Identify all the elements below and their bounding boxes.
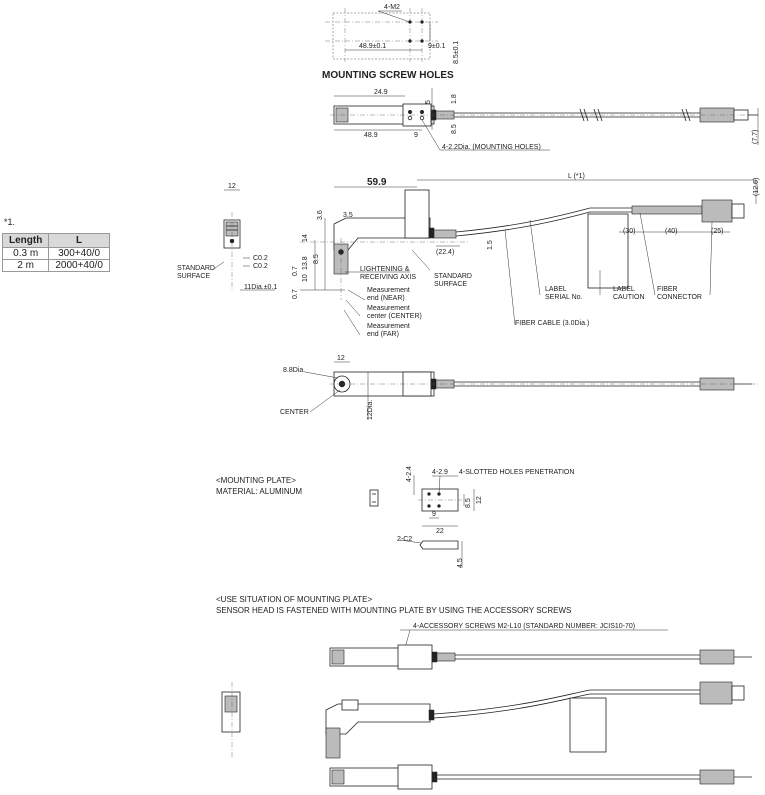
- side-dim-22-4: (22.4): [436, 249, 454, 256]
- side-dim-40: (40): [665, 228, 677, 235]
- center-label: CENTER: [280, 409, 309, 416]
- standard-surface-left-1: STANDARD: [177, 265, 215, 272]
- fiber-cable-label: FIBER CABLE (3.0Dia.): [515, 320, 589, 327]
- side-dim-3-5: 3.5: [343, 212, 353, 219]
- label-serial-2: SERIAL No.: [545, 294, 583, 301]
- side-dim-10: 10: [302, 274, 309, 282]
- standard-surface-2: SURFACE: [434, 281, 467, 288]
- length-table: Length L 0.3 m 300+40/0 2 m 2000+40/0: [1, 233, 110, 272]
- screw-thread-label: 4-M2: [384, 4, 400, 11]
- top-dim-8-5: 8.5: [451, 124, 458, 134]
- use-situation-section: <USE SITUATION OF MOUNTING PLATE> SENSOR…: [216, 595, 752, 790]
- side-dim-59-9: 59.9: [367, 177, 387, 188]
- plate-thickness-4-5: 4.5: [457, 558, 464, 568]
- standard-surface-1: STANDARD: [434, 273, 472, 280]
- use-situation-desc: SENSOR HEAD IS FASTENED WITH MOUNTING PL…: [216, 606, 571, 615]
- top-dim-24-9: 24.9: [374, 89, 388, 96]
- side-dim-30: (30): [623, 228, 635, 235]
- screw-holes-title: MOUNTING SCREW HOLES: [322, 70, 454, 81]
- side-view: 59.9 L (*1) (12.6) 3.6 3.5 14 13.8 8.5 1…: [292, 173, 760, 338]
- meas-far-2: end (FAR): [367, 331, 399, 338]
- chamfer-c0-2-a: C0.2: [253, 255, 268, 262]
- label-caution-2: CAUTION: [613, 294, 645, 301]
- mounting-plate-section: <MOUNTING PLATE> MATERIAL: ALUMINUM 4-2.…: [216, 466, 574, 568]
- side-dim-3-6: 3.6: [317, 210, 324, 220]
- label-serial-1: LABEL: [545, 286, 567, 293]
- bottom-dim-8-8-dia: 8.8Dia.: [283, 367, 305, 374]
- plate-dim-8-5: 8.5: [465, 498, 472, 508]
- use-situation-title: <USE SITUATION OF MOUNTING PLATE>: [216, 595, 372, 604]
- plate-dim-22: 22: [436, 528, 444, 535]
- accessory-screws-label: 4-ACCESSORY SCREWS M2-L10 (STANDARD NUMB…: [413, 623, 635, 630]
- label-caution-1: LABEL: [613, 286, 635, 293]
- length-table-header: Length L: [1, 233, 110, 248]
- plate-dim-9: 9: [432, 511, 436, 518]
- front-dim-12: 12: [228, 183, 236, 190]
- dim-9: 9±0.1: [428, 43, 446, 50]
- side-dim-25: (25): [711, 228, 723, 235]
- slotted-holes-label: 4-SLOTTED HOLES PENETRATION: [459, 469, 574, 476]
- fiber-connector-1: FIBER: [657, 286, 678, 293]
- dim-48-9: 48.9±0.1: [359, 43, 386, 50]
- top-dim-5: 5: [425, 100, 432, 104]
- fiber-connector-2: CONNECTOR: [657, 294, 702, 301]
- side-dim-L: L (*1): [568, 173, 585, 180]
- plate-dim-4-2-4: 4-2.4: [406, 466, 413, 482]
- top-dim-48-9: 48.9: [364, 132, 378, 139]
- meas-near-1: Measurement: [367, 287, 410, 294]
- front-view: 12 C0.2 C0.2 STANDARD SURFACE 11Dia.±0.1: [177, 183, 277, 291]
- bottom-dim-12-dia: 12Dia.: [367, 400, 374, 420]
- top-dim-1-8: 1.8: [451, 94, 458, 104]
- meas-near-2: end (NEAR): [367, 295, 405, 302]
- l-col-header: L: [48, 233, 110, 248]
- top-dim-9: 9: [414, 132, 418, 139]
- dim-11-dia: 11Dia.±0.1: [244, 284, 277, 291]
- side-dim-1-5: 1.5: [487, 240, 494, 250]
- plate-dim-12: 12: [476, 496, 483, 504]
- standard-surface-left-2: SURFACE: [177, 273, 210, 280]
- table-cell: 2 m: [1, 259, 50, 272]
- dim-8-5: 8.5±0.1: [453, 41, 460, 64]
- length-col-header: Length: [1, 233, 50, 248]
- meas-far-1: Measurement: [367, 323, 410, 330]
- side-dim-14: 14: [302, 234, 309, 242]
- light-axis-2: RECEIVING AXIS: [360, 274, 416, 281]
- side-dim-0-7-a: 0.7: [292, 266, 299, 276]
- bottom-view: 12 8.8Dia. 12Dia. CENTER: [280, 355, 760, 420]
- side-dim-12-6: (12.6): [753, 178, 760, 196]
- mounting-screw-holes-view: 4-M2 48.9±0.1 9±0.1 8.5±0.1 MOUNTING SCR…: [322, 4, 460, 81]
- meas-center-1: Measurement: [367, 305, 410, 312]
- mounting-plate-title: <MOUNTING PLATE>: [216, 476, 296, 485]
- plate-dim-4-2-9: 4-2.9: [432, 469, 448, 476]
- plate-chamfer-c2: 2-C2: [397, 536, 412, 543]
- chamfer-c0-2-b: C0.2: [253, 263, 268, 270]
- light-axis-1: LIGHTENING &: [360, 266, 410, 273]
- mounting-holes-label: 4-2.2Dia. (MOUNTING HOLES): [442, 144, 541, 151]
- table-note-ref: *1.: [4, 217, 16, 227]
- table-row: 2 m 2000+40/0: [1, 259, 110, 272]
- top-view: 24.9 48.9 9 5 1.8 8.5 (7.7) 4-2.2Dia. (M…: [330, 88, 760, 151]
- side-dim-13-8: 13.8: [302, 256, 309, 270]
- side-dim-0-7-b: 0.7: [292, 289, 299, 299]
- side-dim-8-5: 8.5: [313, 254, 320, 264]
- mounting-plate-material: MATERIAL: ALUMINUM: [216, 487, 302, 496]
- meas-center-2: center (CENTER): [367, 313, 422, 320]
- top-dim-7-7: (7.7): [752, 130, 759, 144]
- bottom-dim-12: 12: [337, 355, 345, 362]
- table-cell: 2000+40/0: [48, 259, 110, 272]
